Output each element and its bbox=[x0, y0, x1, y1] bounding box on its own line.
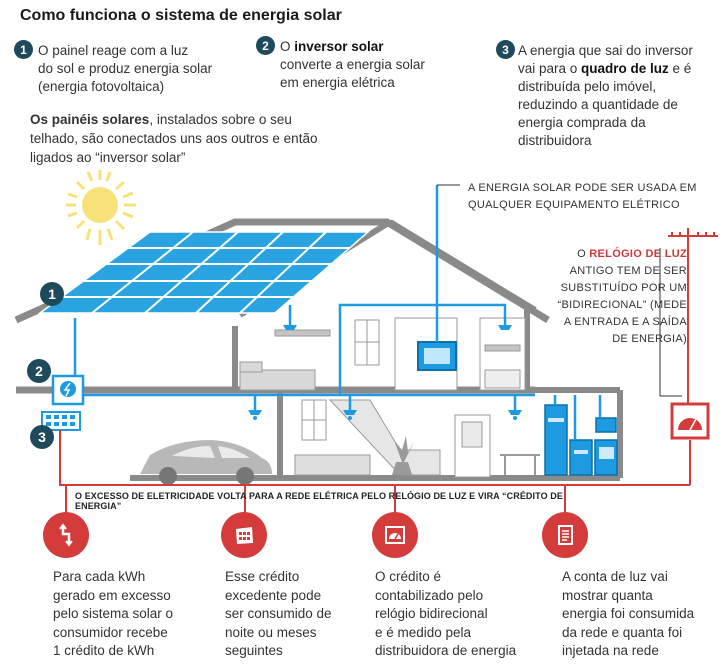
utility-pole bbox=[668, 232, 718, 237]
page-title: Como funciona o sistema de energia solar bbox=[20, 7, 342, 24]
step-3-text: A energia que sai do inversor vai para o… bbox=[518, 42, 723, 150]
bottom-1-line-3: pelo sistema solar o bbox=[53, 606, 174, 621]
car-icon bbox=[140, 440, 272, 485]
bottom-2-line-3: ser consumido de bbox=[225, 606, 332, 621]
callout-meter-line-5: A ENTRADA E A SAÍDA bbox=[563, 316, 687, 328]
callout-meter-line-3: SUBSTITUÍDO POR UM bbox=[560, 282, 687, 294]
calendar-icon bbox=[221, 512, 267, 558]
step-1-line-1: O painel reage com a luz bbox=[38, 43, 189, 58]
panels-bold: Os painéis solares bbox=[30, 112, 150, 127]
lamp-icons bbox=[248, 325, 522, 420]
bottom-3-line-1: O crédito é bbox=[375, 569, 442, 584]
bottom-3-line-5: distribuidora de energia bbox=[375, 643, 517, 658]
bottom-2-line-2: excedente pode bbox=[225, 587, 322, 603]
lightning-icon bbox=[43, 512, 89, 558]
callout-meter-line-2: ANTIGO TEM DE SER bbox=[569, 265, 687, 277]
bottom-text-1: Para cada kWh gerado em excesso pelo sis… bbox=[53, 568, 223, 661]
bottom-text-2: Esse crédito excedente pode ser consumid… bbox=[225, 568, 365, 661]
solar-panels bbox=[37, 231, 371, 314]
step-3-line-1: A energia que sai do inversor bbox=[518, 43, 693, 58]
bottom-4-line-5: injetada na rede bbox=[562, 643, 659, 658]
callout-meter-line-1: O RELÓGIO DE LUZ bbox=[555, 246, 687, 263]
svg-text:3: 3 bbox=[38, 429, 46, 445]
step-3-l2-pre: vai para o bbox=[518, 61, 582, 76]
bottom-4-line-4: da rede e quanta foi bbox=[562, 624, 683, 640]
step-number-1: 1 bbox=[14, 40, 33, 59]
callout-meter-line-6: DE ENERGIA) bbox=[612, 333, 687, 345]
callout-equipment: A ENERGIA SOLAR PODE SER USADA EM QUALQU… bbox=[468, 180, 698, 214]
bottom-4-line-1: A conta de luz vai bbox=[562, 569, 668, 584]
callout-equipment-line-1: A ENERGIA SOLAR PODE SER USADA EM bbox=[468, 182, 697, 194]
step-3-line-4: reduzindo a quantidade de bbox=[518, 97, 678, 112]
step-number-3: 3 bbox=[496, 40, 515, 59]
meter-icon bbox=[372, 512, 418, 558]
callout-meter: O RELÓGIO DE LUZ ANTIGO TEM DE SER SUBST… bbox=[555, 246, 687, 348]
bottom-text-4: A conta de luz vai mostrar quanta energi… bbox=[562, 568, 726, 661]
bill-icon bbox=[542, 512, 588, 558]
step-2-line-2: converte a energia solar bbox=[280, 57, 425, 72]
plant-icon bbox=[392, 436, 414, 475]
bottom-text-3: O crédito é contabilizado pelo relógio b… bbox=[375, 568, 545, 661]
step-2-pre: O bbox=[280, 39, 295, 54]
dining-table bbox=[500, 454, 540, 475]
svg-text:1: 1 bbox=[48, 286, 56, 302]
callout-equipment-line-2: QUALQUER EQUIPAMENTO ELÉTRICO bbox=[468, 199, 680, 211]
step-2-line-3: em energia elétrica bbox=[280, 75, 395, 90]
callout-meter-line-4: “BIDIRECIONAL” (MEDE bbox=[557, 299, 687, 311]
sun-icon bbox=[66, 170, 136, 245]
callout-meter-bold: RELÓGIO DE LUZ bbox=[589, 248, 687, 260]
step-1-line-2: do sol e produz energia solar bbox=[38, 61, 213, 76]
red-grid-wiring bbox=[59, 228, 691, 515]
callout-meter-pre: O bbox=[577, 248, 590, 260]
step-3-line-3: distribuída pelo imóvel, bbox=[518, 79, 657, 94]
blue-wiring bbox=[73, 185, 602, 440]
tv-icon bbox=[417, 341, 457, 371]
step-1-line-3: (energia fotovoltaica) bbox=[38, 79, 165, 94]
step-2-text: O inversor solar converte a energia sola… bbox=[280, 38, 480, 92]
bottom-1-line-2: gerado em excesso bbox=[53, 587, 171, 603]
step-number-2: 2 bbox=[256, 36, 275, 55]
step-2-line-1: O inversor solar bbox=[280, 38, 480, 56]
bottom-1-line-1: Para cada kWh bbox=[53, 569, 146, 584]
bottom-4-line-2: mostrar quanta bbox=[562, 587, 653, 603]
step-3-l2-bold: quadro de luz bbox=[581, 61, 669, 76]
step-3-line-5: energia comprada da bbox=[518, 115, 646, 130]
bottom-2-line-4: noite ou meses bbox=[225, 624, 317, 640]
bedroom-furniture bbox=[239, 317, 526, 391]
step-1-text: O painel reage com a luz do sol e produz… bbox=[38, 42, 268, 96]
panels-description: Os painéis solares, instalados sobre o s… bbox=[30, 110, 330, 167]
diagram-step-markers: 1 2 3 bbox=[27, 282, 64, 449]
bottom-3-line-4: e é medido pela bbox=[375, 624, 472, 640]
step-2-bold: inversor solar bbox=[294, 39, 384, 54]
panels-rest: , instalados sobre o seu telhado, são co… bbox=[30, 112, 318, 165]
svg-text:2: 2 bbox=[35, 363, 43, 379]
bottom-3-line-3: relógio bidirecional bbox=[375, 606, 488, 621]
bottom-2-line-1: Esse crédito bbox=[225, 569, 300, 584]
living-room bbox=[294, 399, 491, 478]
kitchen-appliances bbox=[544, 404, 618, 476]
bottom-2-line-5: seguintes bbox=[225, 643, 283, 658]
bottom-1-line-5: 1 crédito de kWh bbox=[53, 643, 155, 658]
step-3-l2-post: e é bbox=[668, 61, 692, 76]
inverter-icon bbox=[51, 374, 85, 406]
excess-electricity-label: O EXCESSO DE ELETRICIDADE VOLTA PARA A R… bbox=[75, 491, 563, 511]
bottom-1-line-4: consumidor recebe bbox=[53, 624, 168, 640]
bottom-4-line-3: energia foi consumida bbox=[562, 606, 695, 621]
bidirectional-meter-icon bbox=[670, 402, 710, 440]
step-3-line-6: distribuidora bbox=[518, 133, 592, 148]
bottom-3-line-2: contabilizado pelo bbox=[375, 587, 484, 603]
step-3-line-2: vai para o quadro de luz e é bbox=[518, 60, 723, 78]
